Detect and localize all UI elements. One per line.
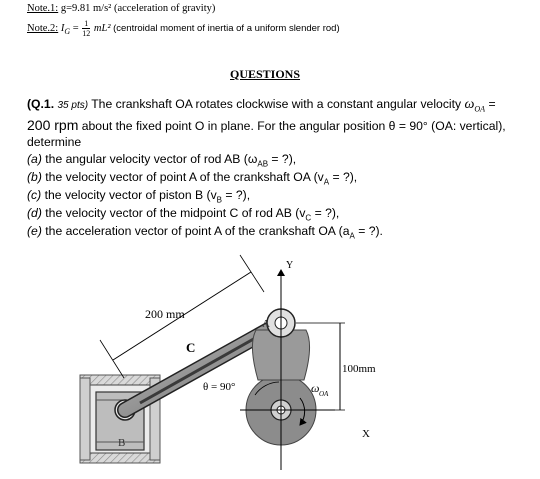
item-text: the acceleration vector of point A of th…	[45, 224, 350, 238]
question-line-2: 200 rpm about the fixed point O in plane…	[27, 117, 506, 133]
note-2-frac-den: 12	[82, 29, 91, 38]
omega-symbol: ω	[464, 97, 475, 112]
equals-sign: =	[488, 97, 496, 111]
dim-crank-label: 100mm	[342, 363, 376, 375]
item-tail: = ?),	[311, 206, 340, 220]
question-line1-text: The crankshaft OA rotates clockwise with…	[91, 97, 462, 111]
x-axis-label: X	[362, 428, 370, 440]
questions-heading: QUESTIONS	[230, 67, 301, 81]
theta-arc	[254, 381, 280, 396]
y-axis-label: Y	[286, 260, 293, 271]
question-line-3: determine	[27, 135, 82, 149]
dimension-200mm	[99, 254, 265, 379]
question-item-c: (c) the velocity vector of piston B (vB …	[27, 188, 250, 204]
item-letter: (c)	[27, 188, 42, 202]
note-2-lhs: I	[60, 22, 65, 34]
label-a: A	[262, 318, 270, 330]
item-letter: (d)	[27, 206, 42, 220]
note-1-label: Note.1:	[27, 3, 59, 14]
theta-label: θ = 90°	[203, 381, 235, 393]
note-2: Note.2: IG = 1 12 mL² (centroidal moment…	[27, 19, 340, 38]
note-2-rhs: mL²	[93, 22, 111, 34]
question-item-d: (d) the velocity vector of the midpoint …	[27, 206, 339, 222]
note-2-lhs-sub: G	[64, 27, 71, 36]
item-text: the velocity vector of the midpoint C of…	[45, 206, 306, 220]
omega-arrow	[299, 397, 307, 426]
question-number: (Q.1.	[27, 97, 55, 111]
note-1-text: g=9.81 m/s² (acceleration of gravity)	[60, 3, 216, 14]
label-c: C	[186, 340, 195, 355]
item-sub: B	[216, 195, 223, 205]
item-sub: AB	[257, 159, 269, 169]
speed-value: 200 rpm	[27, 117, 79, 133]
item-sub: A	[323, 177, 330, 187]
item-tail: = ?).	[354, 224, 383, 238]
note-2-label: Note.2:	[27, 22, 59, 34]
omega-label: ω	[311, 381, 319, 395]
item-letter: (e)	[27, 224, 42, 238]
item-sub: C	[305, 213, 312, 223]
item-tail: = ?),	[268, 152, 297, 166]
note-2-desc: (centroidal moment of inertia of a unifo…	[113, 22, 340, 34]
question-item-e: (e) the acceleration vector of point A o…	[27, 224, 383, 240]
item-letter: (b)	[27, 170, 42, 184]
note-2-frac-num: 1	[82, 19, 91, 29]
note-2-fraction: 1 12	[82, 19, 91, 38]
note-1: Note.1: g=9.81 m/s² (acceleration of gra…	[27, 3, 215, 14]
dim-rod-label: 200 mm	[145, 307, 185, 321]
item-text: the velocity vector of piston B (v	[44, 188, 217, 202]
item-tail: = ?),	[329, 170, 358, 184]
omega-sub: OA	[474, 104, 486, 114]
omega-label-sub: OA	[319, 390, 329, 398]
item-sub: A	[349, 231, 355, 241]
item-letter: (a)	[27, 152, 42, 166]
question-line2-text: about the fixed point O in plane. For th…	[81, 119, 506, 133]
question-item-b: (b) the velocity vector of point A of th…	[27, 170, 357, 186]
question-item-a: (a) the angular velocity vector of rod A…	[27, 152, 296, 168]
question-points: 35 pts)	[57, 100, 89, 111]
question-line-1: (Q.1. 35 pts) The crankshaft OA rotates …	[27, 97, 496, 113]
item-text: the angular velocity vector of rod AB (ω	[45, 152, 258, 166]
item-text: the velocity vector of point A of the cr…	[45, 170, 324, 184]
label-b: B	[118, 437, 125, 449]
item-tail: = ?),	[222, 188, 251, 202]
